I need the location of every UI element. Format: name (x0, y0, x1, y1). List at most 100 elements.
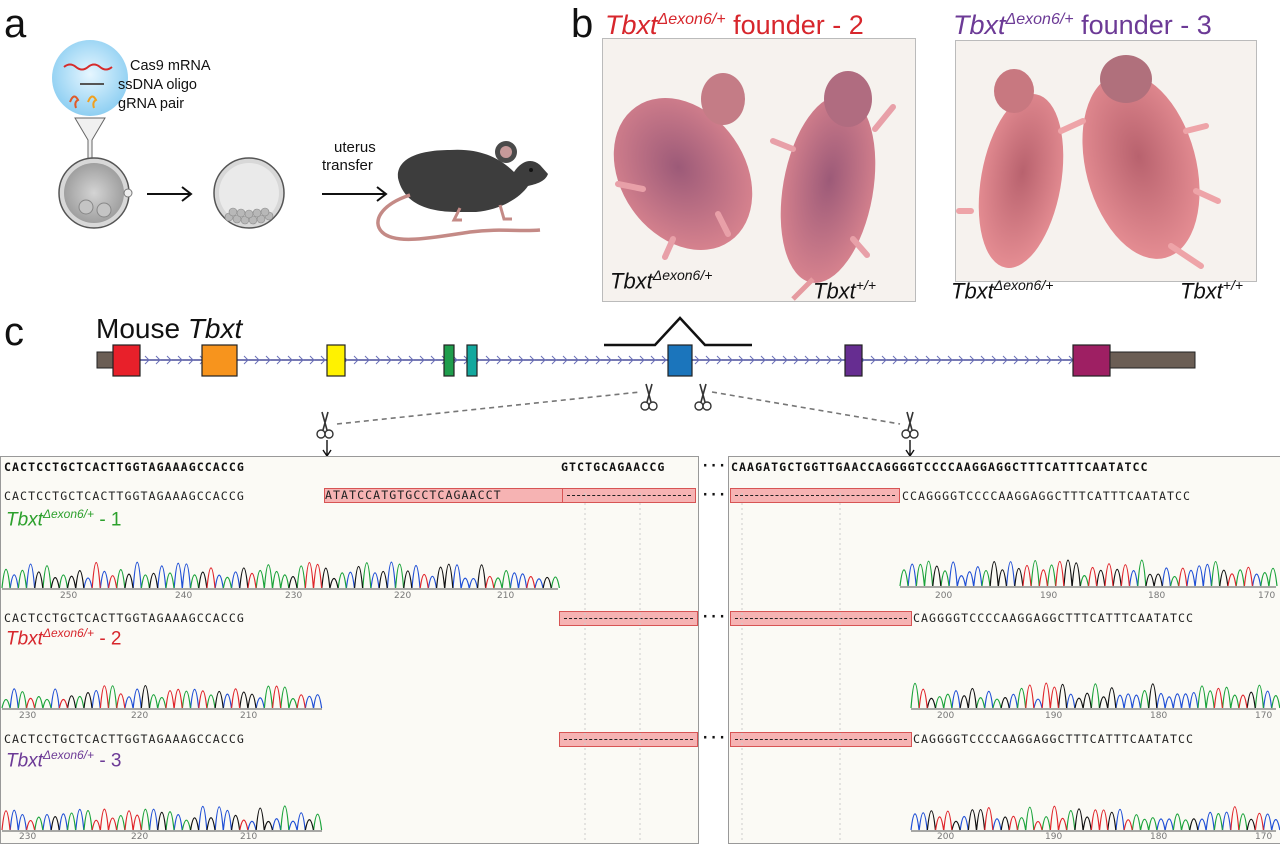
intron-chevron (551, 355, 557, 365)
cas9-label: Cas9 mRNA (130, 58, 211, 74)
intron-chevron (1035, 355, 1041, 365)
grna-icon-2 (87, 95, 98, 109)
mutant-label: TbxtΔexon6/+ (951, 277, 1054, 304)
grna-label: gRNA pair (118, 96, 185, 112)
exon-4 (443, 344, 455, 377)
cut-guide (711, 391, 901, 425)
intron-chevron (738, 355, 744, 365)
trace3-left-2 (50, 807, 314, 831)
scissors-handle (648, 401, 658, 411)
scissors-icon (316, 411, 334, 439)
intron-chevron (782, 355, 788, 365)
tick-label: 250 (60, 591, 78, 601)
trace2-right-1 (910, 683, 1280, 709)
intron-chevron (793, 355, 799, 365)
trace1-left-seq: CACTCCTGCTCACTTGGTAGAAAGCCACCG (4, 489, 245, 503)
intron-chevron (892, 355, 898, 365)
intron-chevron (144, 355, 150, 365)
trace1-title: TbxtΔexon6/+ - 1 (6, 507, 122, 531)
trace2-ellipsis: ··· (701, 609, 727, 625)
tick-label: 180 (1148, 591, 1166, 601)
panel-label-c: c (4, 310, 24, 354)
trace3-left-0 (9, 806, 306, 831)
scissors-blade (906, 411, 914, 431)
intron-chevron (1013, 355, 1019, 365)
trace1-right-1 (899, 559, 1278, 587)
arrow-icon (181, 186, 193, 202)
trace2-right-0 (951, 690, 1273, 709)
splice-bracket (604, 316, 752, 347)
intron-chevron (276, 355, 282, 365)
intron-chevron (529, 355, 535, 365)
intron-chevron (760, 355, 766, 365)
intron-chevron (188, 355, 194, 365)
intron-chevron (639, 355, 645, 365)
intron-chevron (870, 355, 876, 365)
trace3-right-seq: CAGGGGTCCCCAAGGAGGCTTTCATTTCAATATCC (913, 732, 1195, 746)
intron-chevron (1046, 355, 1052, 365)
trace2-right-seq: CAGGGGTCCCCAAGGAGGCTTTCATTTCAATATCC (913, 611, 1195, 625)
wildtype-label: Tbxt+/+ (1180, 277, 1244, 304)
inner-cell-mass (224, 207, 274, 225)
intron-chevron (518, 355, 524, 365)
intron-chevron (375, 355, 381, 365)
exon-8 (1072, 344, 1111, 377)
exon-7 (844, 344, 863, 377)
utr-3 (1109, 351, 1196, 369)
ssdna-label: ssDNA oligo (118, 77, 197, 93)
grna-icon-1 (69, 95, 80, 109)
tick-label: 210 (497, 591, 515, 601)
intron-chevron (507, 355, 513, 365)
cas9-mrna-icon (63, 63, 113, 71)
intron-chevron (419, 355, 425, 365)
arrow-icon (376, 186, 388, 202)
tick-label: 200 (935, 591, 953, 601)
intron-chevron (397, 355, 403, 365)
trace2-right-2 (926, 683, 1256, 709)
wildtype-label: Tbxt+/+ (813, 277, 877, 304)
intron-chevron (573, 355, 579, 365)
trace1-left-1 (1, 562, 560, 589)
intron-chevron (408, 355, 414, 365)
trace1-ellipsis: ··· (701, 487, 727, 503)
scissors-handle (324, 429, 334, 439)
gene-title: Mouse Tbxt (96, 313, 243, 344)
tick-label: 200 (937, 832, 955, 842)
tick-label: 210 (240, 832, 258, 842)
intron-chevron (826, 355, 832, 365)
trace2-left-seq: CACTCCTGCTCACTTGGTAGAAAGCCACCG (4, 611, 245, 625)
intron-chevron (991, 355, 997, 365)
trace3-ellipsis: ··· (701, 730, 727, 746)
tick-label: 230 (19, 832, 37, 842)
tick-label: 220 (131, 832, 149, 842)
intron-chevron (485, 355, 491, 365)
intron-chevron (166, 355, 172, 365)
trace3-right-3 (935, 805, 1264, 831)
trace1-right-0 (907, 561, 1262, 587)
trace3-right-1 (1017, 806, 1248, 831)
trace2-title: TbxtΔexon6/+ - 2 (6, 626, 122, 650)
reagent-bubble (52, 40, 128, 116)
trace3-left-seq: CACTCCTGCTCACTTGGTAGAAAGCCACCG (4, 732, 245, 746)
intron-chevron (628, 355, 634, 365)
scissors-icon (694, 383, 712, 411)
intron-chevron (496, 355, 502, 365)
trace1-deletion-right (730, 488, 900, 503)
tick-label: 240 (175, 591, 193, 601)
tick-label: 190 (1045, 711, 1063, 721)
intron-chevron (584, 355, 590, 365)
tick-label: 170 (1255, 711, 1273, 721)
intron-chevron (925, 355, 931, 365)
exon-6 (667, 344, 693, 377)
tick-label: 230 (19, 711, 37, 721)
intron-chevron (320, 355, 326, 365)
reference-right: CAAGATGCTGGTTGAACCAGGGGTCCCCAAGGAGGCTTTC… (731, 460, 1149, 474)
intron-chevron (254, 355, 260, 365)
scissors-blade (699, 383, 707, 403)
trace3-deletion-right (730, 732, 912, 747)
intron-chevron (903, 355, 909, 365)
transfer-label-2: transfer (322, 157, 373, 174)
trace2-left-2 (67, 684, 257, 709)
exon-3 (326, 344, 346, 377)
